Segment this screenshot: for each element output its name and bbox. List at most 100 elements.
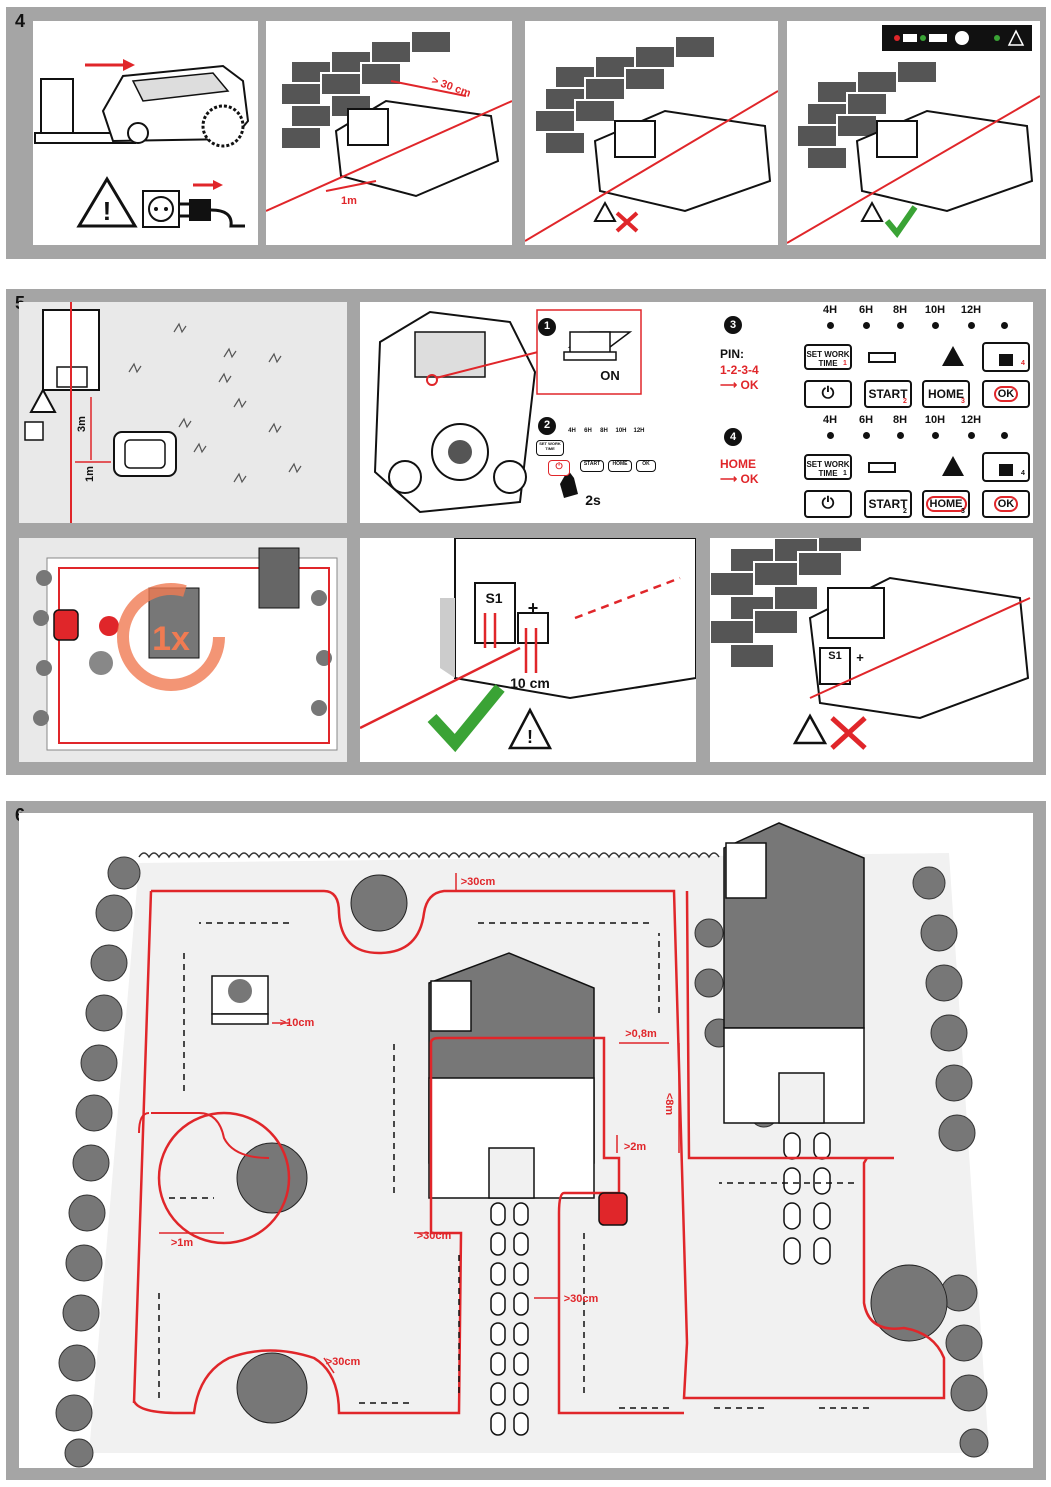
hour-6h: 6H [858,414,874,426]
svg-text:!: ! [527,727,533,747]
battery-icon [868,352,896,363]
dist-08m: >0,8m [625,1028,657,1040]
dock-placement-illustration: 3m 1m [24,302,302,523]
panel-dock-mower: ! [33,21,258,245]
pin-title: PIN: [720,347,744,361]
section-6: 6 [6,801,1046,1480]
hour-4h: 4H [822,304,838,316]
svg-text:> 30 cm: > 30 cm [430,75,473,100]
section-4: 4 ! [6,7,1046,259]
distance-label: 10 cm [510,675,550,691]
ok-label: OK [993,496,1019,512]
hold-time-label: 2s [585,492,601,508]
battery-icon [868,462,896,473]
mower-open-illustration [373,309,642,514]
dock-mower-illustration: ! [34,59,250,228]
lock-icon [999,464,1013,476]
pin-digit-2: 2 [903,398,907,405]
hour-6h: 6H [858,304,874,316]
led-8h [897,432,904,439]
wire-correct-illustration [787,25,1040,244]
panel-wire-exit-correct: ! S1 + 10 cm [360,538,696,762]
section-number: 4 [6,7,34,35]
home-label: HOME [925,496,967,512]
led-12h [968,322,975,329]
first-loop-illustration [33,547,338,751]
dist-30cm-top: >30cm [460,876,496,888]
panel-garden-layout: >30cm >10cm >0,8m <8m >2m >30cm >1m >30c… [19,813,1033,1468]
led-10h [932,432,939,439]
home-button[interactable]: HOME [922,490,970,518]
home-title: HOME [720,457,756,471]
led-8h [897,322,904,329]
pin-digit-1: 1 [843,360,847,367]
pin-ok-text: OK [740,378,759,392]
digit-3: 3 [961,508,965,515]
small-hour-4h: 4H [568,428,576,434]
lock-button[interactable] [982,342,1030,372]
small-home-button[interactable]: HOME [608,460,632,472]
dist-30cm-path: >30cm [563,1293,599,1305]
home-button[interactable]: HOME [922,380,970,408]
led-12h [968,432,975,439]
set-work-time-button[interactable]: SET WORK TIME [804,344,852,370]
step-2-number: 2 [543,419,551,431]
step-1-number: 1 [543,320,551,332]
hour-8h: 8H [892,304,908,316]
small-start-button[interactable]: START [580,460,604,472]
start-button[interactable]: START [864,380,912,408]
set-work-time-button[interactable]: SET WORK TIME [804,454,852,480]
wire-exit-wrong-illustration [710,538,1031,750]
pin-digit-3: 3 [961,398,965,405]
panel-wire-exit-wrong: S1 + [710,538,1033,762]
warning-icon [942,346,964,366]
hour-10h: 10H [924,304,946,316]
hour-4h: 4H [822,414,838,426]
plus-label: + [856,650,864,665]
small-hour-8h: 8H [600,428,608,434]
hour-10h: 10H [924,414,946,426]
power-icon: ⏻ [821,495,835,512]
panel-first-loop: 1x [19,538,347,762]
panel-startup-steps: 1 ON 2 2s 4H 6H 8H 10H 12H SET WORK TIME… [360,302,1033,523]
garden-layout-illustration [55,822,989,1468]
dist-1m: >1m [170,1237,194,1249]
hour-12h: 12H [960,414,982,426]
led-strip-icons [894,29,1025,46]
ok-button[interactable]: OK [982,490,1030,518]
ok-label: OK [993,386,1019,402]
svg-text:3m: 3m [76,416,88,432]
warning-icon [942,456,964,476]
digit-1: 1 [843,470,847,477]
panel-wire-correct [787,21,1040,245]
dist-8m: <8m [663,1092,675,1116]
hour-12h: 12H [960,304,982,316]
svg-text:1m: 1m [84,466,96,482]
small-set-work-time-button[interactable]: SET WORK TIME [536,440,564,456]
ok-button[interactable]: OK [982,380,1030,408]
control-panel-home: 4H 6H 8H 10H 12H SET WORK TIME ⏻ START H… [802,412,1032,522]
digit-2: 2 [903,508,907,515]
svg-text:!: ! [103,196,112,226]
dist-2m: >2m [623,1141,647,1153]
start-button[interactable]: START [864,490,912,518]
led-6h [863,322,870,329]
panel-dock-placement: 3m 1m [19,302,347,523]
dist-10cm: >10cm [279,1017,315,1029]
power-button[interactable]: ⏻ [804,490,852,518]
lock-icon [999,354,1013,366]
small-control-panel: 4H 6H 8H 10H 12H SET WORK TIME ⏻ START H… [536,428,666,488]
power-button[interactable]: ⏻ [804,380,852,408]
small-ok-button[interactable]: OK [636,460,656,472]
step-3-badge: 3 [724,316,742,334]
small-power-button[interactable]: ⏻ [548,460,570,476]
pin-code: 1-2-3-4 [720,363,759,377]
digit-4: 4 [1021,470,1025,477]
s1-label: S1 [485,590,503,606]
switch-on-label: ON [600,368,620,383]
panel-wall-distance: > 30 cm 1m [266,21,512,245]
small-hour-12h: 12H [633,428,645,434]
lock-button[interactable] [982,452,1030,482]
svg-text:1m: 1m [341,195,357,207]
wall-distance-illustration: > 30 cm 1m [266,30,512,212]
